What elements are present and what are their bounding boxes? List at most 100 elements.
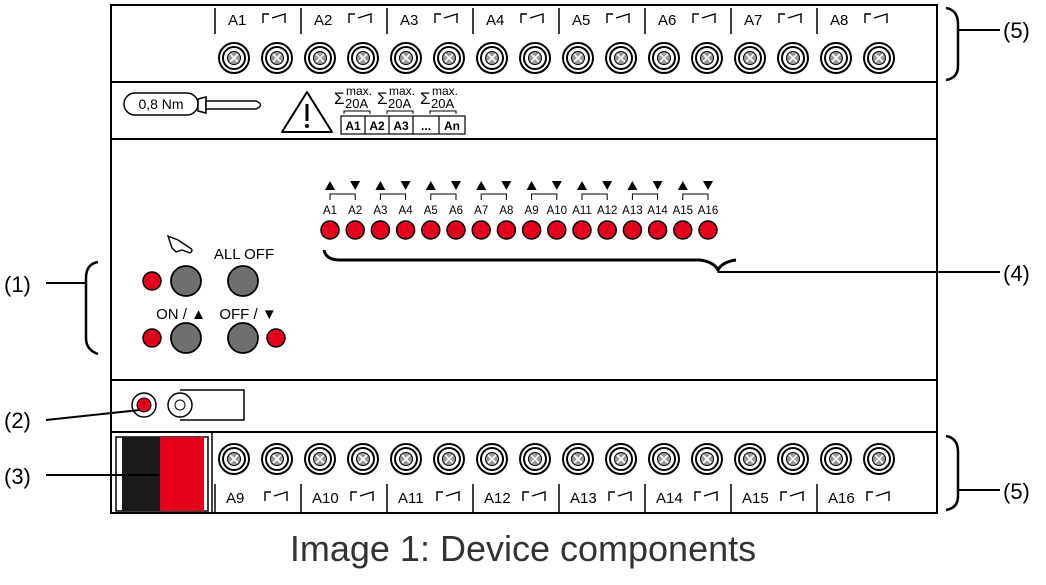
- terminal-screw[interactable]: [777, 443, 809, 475]
- callout-line-2: [45, 409, 141, 421]
- status-led: [673, 220, 693, 240]
- led-channel-label: A2: [348, 205, 362, 217]
- terminal-screw[interactable]: [734, 443, 766, 475]
- terminal-screw[interactable]: [820, 443, 852, 475]
- down-arrow-icon: [703, 181, 713, 190]
- led-channel-label: A15: [673, 205, 693, 217]
- sum-current-label: 20A: [431, 96, 454, 111]
- terminal-screw[interactable]: [863, 42, 895, 74]
- programming-led: [136, 397, 152, 413]
- sum-max-label: max.: [346, 84, 372, 98]
- terminal-screw[interactable]: [562, 42, 594, 74]
- screwdriver-icon: [123, 92, 262, 116]
- terminal-screw[interactable]: [433, 443, 465, 475]
- terminal-screw[interactable]: [519, 42, 551, 74]
- on-up-label: ON / ▲: [156, 306, 206, 323]
- terminal-screw[interactable]: [261, 42, 293, 74]
- led-channel-label: A7: [474, 205, 488, 217]
- off-down-label: OFF / ▼: [219, 306, 276, 323]
- output-label: A8: [830, 12, 848, 29]
- up-arrow-icon: [375, 181, 386, 190]
- manual-mode-button[interactable]: [170, 265, 202, 297]
- output-label: A4: [486, 12, 504, 29]
- led-channel-label: A11: [572, 205, 592, 217]
- led-channel-label: A14: [647, 205, 668, 217]
- status-led: [597, 220, 617, 240]
- led-channel-label: A3: [373, 205, 387, 217]
- terminal-screw[interactable]: [433, 42, 465, 74]
- terminal-screw[interactable]: [347, 42, 379, 74]
- status-led: [572, 220, 592, 240]
- terminal-screw[interactable]: [476, 443, 508, 475]
- output-label: A13: [570, 490, 597, 507]
- terminal-screw[interactable]: [734, 42, 766, 74]
- status-led: [622, 220, 643, 240]
- callout-bracket-5-top: [945, 6, 960, 82]
- group-box-label: A2: [369, 119, 385, 133]
- status-led: [446, 220, 466, 240]
- terminal-screw[interactable]: [519, 443, 551, 475]
- down-arrow-icon: [551, 181, 562, 190]
- programming-button-outline: [180, 389, 245, 421]
- terminal-screw[interactable]: [605, 42, 637, 74]
- sum-max-label: max.: [389, 84, 415, 98]
- all-off-button[interactable]: [227, 265, 259, 297]
- output-label: A2: [314, 12, 332, 29]
- terminal-screw[interactable]: [218, 42, 250, 74]
- terminal-screw[interactable]: [605, 443, 637, 475]
- terminal-screw[interactable]: [691, 42, 723, 74]
- up-arrow-icon: [325, 181, 335, 190]
- callout-5-bottom: (5): [1003, 479, 1030, 504]
- led-channel-label: A13: [622, 205, 642, 217]
- terminal-screw[interactable]: [304, 42, 336, 74]
- callout-bracket-1: [84, 260, 99, 356]
- programming-button-center: [174, 399, 186, 411]
- terminal-screw[interactable]: [390, 42, 422, 74]
- terminal-screw[interactable]: [648, 42, 680, 74]
- output-label: A6: [658, 12, 676, 29]
- status-led: [421, 220, 441, 240]
- top-terminal-row: [218, 42, 895, 74]
- terminal-screw[interactable]: [648, 443, 680, 475]
- terminal-screw[interactable]: [562, 443, 594, 475]
- output-label: A12: [484, 490, 511, 507]
- terminal-screw[interactable]: [218, 443, 250, 475]
- terminal-screw[interactable]: [476, 42, 508, 74]
- down-arrow-icon: [400, 181, 411, 190]
- callout-5-top: (5): [1003, 18, 1030, 43]
- terminal-screw[interactable]: [347, 443, 379, 475]
- status-led: [647, 220, 668, 240]
- terminal-screw[interactable]: [777, 42, 809, 74]
- terminal-screw[interactable]: [691, 443, 723, 475]
- torque-label: 0,8 Nm: [138, 96, 183, 112]
- group-box-label: An: [444, 119, 460, 133]
- terminal-screw[interactable]: [390, 443, 422, 475]
- manual-mode-led: [142, 271, 162, 291]
- led-channel-label: A9: [525, 205, 539, 217]
- output-label: A7: [744, 12, 762, 29]
- down-arrow-icon: [451, 181, 461, 190]
- up-arrow-icon: [577, 181, 587, 190]
- off-down-button[interactable]: [227, 322, 259, 354]
- status-led: [345, 220, 365, 240]
- on-up-button[interactable]: [170, 322, 202, 354]
- led-channel-label: A8: [499, 205, 513, 217]
- up-arrow-icon: [677, 181, 688, 190]
- terminal-screw[interactable]: [304, 443, 336, 475]
- bottom-terminal-row: [218, 443, 895, 475]
- sum-symbol: Σ: [334, 89, 345, 108]
- group-box-label: ...: [421, 119, 431, 133]
- led-channel-label: A10: [547, 205, 567, 217]
- output-label: A1: [228, 12, 246, 29]
- terminal-screw[interactable]: [863, 443, 895, 475]
- led-channel-label: A12: [597, 205, 617, 217]
- terminal-screw[interactable]: [820, 42, 852, 74]
- output-label: A16: [828, 490, 855, 507]
- up-arrow-icon: [526, 181, 537, 190]
- terminal-screw[interactable]: [261, 443, 293, 475]
